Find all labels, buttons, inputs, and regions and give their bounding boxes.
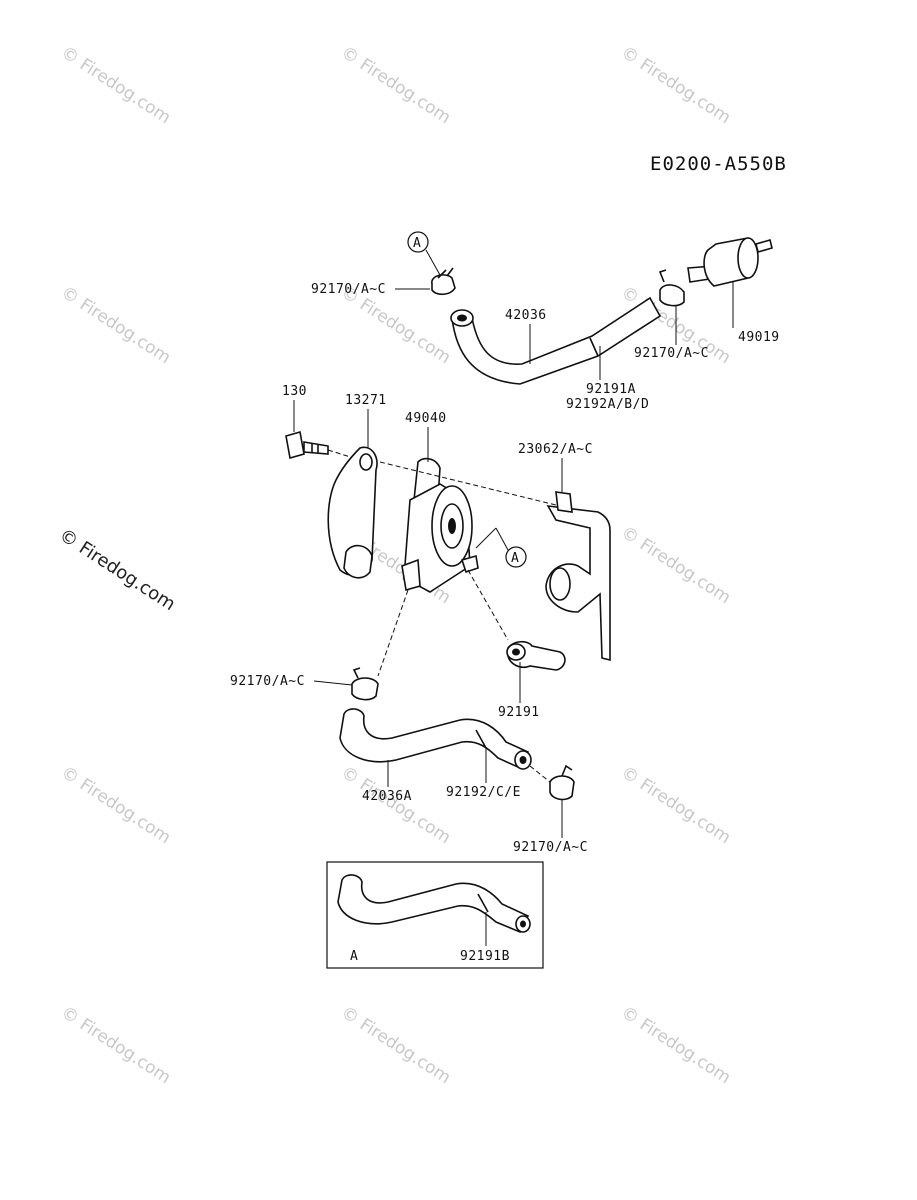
label-clamp-top-left: 92170/A~C [311, 282, 386, 297]
label-bracket: 13271 [345, 393, 387, 408]
label-clamp-mid: 92170/A~C [230, 674, 305, 689]
label-hose-top: 42036 [505, 308, 547, 323]
watermark: © Firedog.com [337, 42, 454, 128]
clamp-bottom [529, 764, 575, 801]
watermark: © Firedog.com [57, 42, 174, 128]
clamp-mid [351, 667, 379, 701]
watermark: © Firedog.com [57, 762, 174, 848]
engine-housing [545, 491, 611, 662]
watermark-dark: © Firedog.com [55, 525, 179, 616]
label-clamp-bottom: 92170/A~C [513, 840, 588, 855]
label-hose-top-a: 92191A [586, 382, 636, 397]
inset-letter: A [350, 949, 358, 964]
hose-short [506, 640, 566, 671]
watermark: © Firedog.com [337, 1002, 454, 1088]
watermark: © Firedog.com [337, 762, 454, 848]
bolt [285, 430, 329, 460]
callout-a-mid: A [475, 527, 527, 568]
fuel-pump [401, 457, 479, 593]
watermark: © Firedog.com [617, 522, 734, 608]
bracket [327, 446, 378, 579]
clamp-top-right [658, 269, 685, 307]
watermark: © Firedog.com [617, 762, 734, 848]
label-inset-part: 92191B [460, 949, 510, 964]
watermark: © Firedog.com [617, 1002, 734, 1088]
hose-bottom [339, 708, 532, 770]
label-hose-bottom: 42036A [362, 789, 412, 804]
callout-a-top: A [407, 231, 441, 276]
label-clip: 23062/A~C [518, 442, 593, 457]
label-hose-bottom-b: 92192/C/E [446, 785, 521, 800]
label-hose-top-b: 92192A/B/D [566, 397, 649, 412]
inset-box: A 92191B [326, 861, 544, 969]
label-pump: 49040 [405, 411, 447, 426]
label-filter: 49019 [738, 330, 780, 345]
svg-text:A: A [511, 551, 519, 566]
fuel-filter [687, 237, 773, 287]
svg-text:A: A [413, 236, 421, 251]
label-clamp-top-right: 92170/A~C [634, 346, 709, 361]
label-hose-short: 92191 [498, 705, 540, 720]
hose-top [450, 296, 662, 385]
watermark: © Firedog.com [57, 282, 174, 368]
diagram-code: E0200-A550B [650, 153, 787, 175]
watermark: © Firedog.com [617, 42, 734, 128]
watermark: © Firedog.com [57, 1002, 174, 1088]
label-bolt: 130 [282, 384, 307, 399]
clamp-top-left [431, 267, 456, 296]
